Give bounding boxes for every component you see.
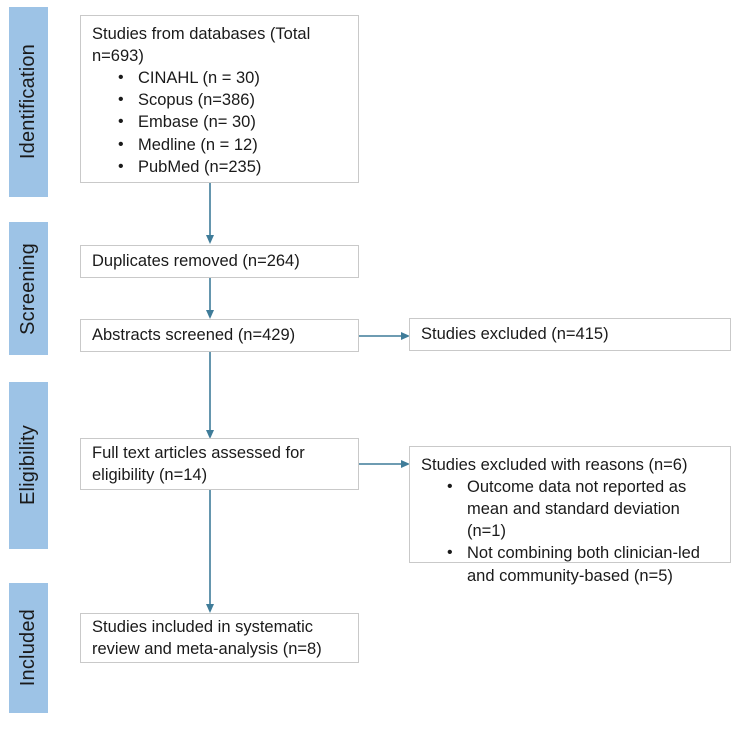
box-studies-included: Studies included in systematic review an…	[80, 613, 359, 663]
phase-bar-eligibility: Eligibility	[9, 382, 48, 549]
list-item: Medline (n = 12)	[118, 134, 349, 156]
phase-label-identification: Identification	[17, 44, 39, 160]
arrow-abstracts-to-fulltext	[200, 352, 220, 440]
list-item: CINAHL (n = 30)	[118, 67, 349, 89]
box-studies-from-databases: Studies from databases (Total n=693) CIN…	[80, 15, 359, 183]
box-abstracts-screened: Abstracts screened (n=429)	[80, 319, 359, 352]
box-full-text-assessed-title: Full text articles assessed for eligibil…	[92, 443, 305, 484]
list-item: Embase (n= 30)	[118, 111, 349, 133]
exclusion-reasons-list: Outcome data not reported as mean and st…	[421, 476, 721, 587]
list-item: PubMed (n=235)	[118, 156, 349, 178]
phase-bar-identification: Identification	[9, 7, 48, 197]
box-studies-excluded: Studies excluded (n=415)	[409, 318, 731, 351]
box-excluded-with-reasons: Studies excluded with reasons (n=6) Outc…	[409, 446, 731, 585]
list-item: Outcome data not reported as mean and st…	[447, 476, 721, 542]
phase-label-eligibility: Eligibility	[17, 425, 39, 506]
arrow-abstracts-to-excluded	[359, 326, 411, 346]
arrow-fulltext-to-excluded-reasons	[359, 454, 411, 474]
box-excluded-with-reasons-title: Studies excluded with reasons (n=6)	[421, 456, 688, 474]
list-item: Scopus (n=386)	[118, 89, 349, 111]
arrow-identification-to-duplicates	[200, 183, 220, 245]
box-studies-excluded-title: Studies excluded (n=415)	[421, 325, 609, 344]
box-duplicates-removed-title: Duplicates removed (n=264)	[92, 252, 300, 271]
list-item: Not combining both clinician-led and com…	[447, 542, 721, 586]
phase-label-included: Included	[17, 609, 39, 687]
phase-bar-included: Included	[9, 583, 48, 713]
phase-label-screening: Screening	[17, 242, 39, 335]
phase-bar-screening: Screening	[9, 222, 48, 355]
box-duplicates-removed: Duplicates removed (n=264)	[80, 245, 359, 278]
box-abstracts-screened-title: Abstracts screened (n=429)	[92, 326, 296, 345]
database-counts-list: CINAHL (n = 30) Scopus (n=386) Embase (n…	[92, 67, 349, 178]
arrow-duplicates-to-abstracts	[200, 278, 220, 320]
arrow-fulltext-to-included	[200, 490, 220, 614]
box-full-text-assessed: Full text articles assessed for eligibil…	[80, 438, 359, 490]
box-studies-from-databases-title: Studies from databases (Total n=693)	[92, 25, 311, 66]
box-studies-included-title: Studies included in systematic review an…	[92, 617, 322, 658]
